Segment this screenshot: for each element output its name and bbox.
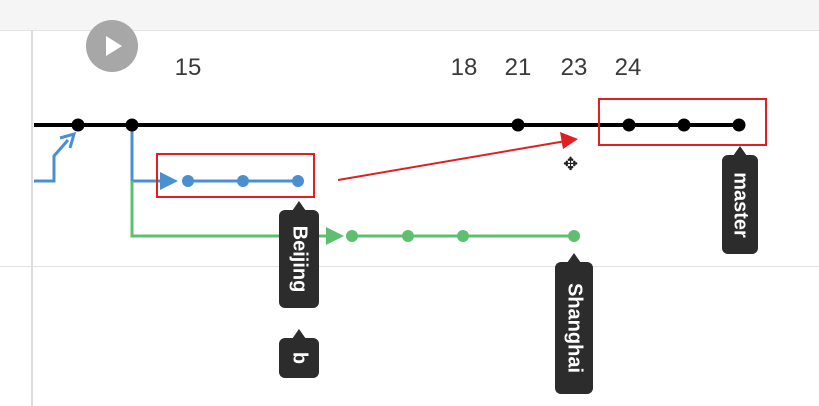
master-commit[interactable] [511, 118, 525, 132]
beijing-commit[interactable] [237, 175, 249, 187]
tag-pointer [733, 146, 747, 156]
grid-line-vertical [31, 30, 33, 406]
beijing-commit[interactable] [182, 175, 194, 187]
branch-tag-label: master [729, 171, 752, 238]
master-commit[interactable] [677, 118, 691, 132]
play-button[interactable] [86, 20, 138, 72]
highlight-box-beijing [156, 153, 315, 198]
incoming-branch-line [34, 139, 70, 183]
beijing-commit[interactable] [292, 175, 304, 187]
branch-tag-label: Shanghai [563, 282, 586, 374]
master-commit[interactable] [71, 118, 85, 132]
branch-tag-b[interactable]: b [279, 329, 319, 378]
merge-arrow-head [560, 132, 578, 149]
timeline-tick-15: 15 [174, 54, 202, 81]
branch-tag-beijing[interactable]: Beijing [279, 201, 319, 308]
move-cursor-icon: ✥ [563, 154, 579, 175]
play-icon [106, 36, 122, 56]
branch-tag-label: b [288, 351, 311, 365]
master-commit[interactable] [622, 118, 636, 132]
master-commit[interactable] [732, 118, 746, 132]
timeline-tick-21: 21 [504, 54, 532, 81]
timeline-tick-23: 23 [560, 54, 588, 81]
timeline-tick-24: 24 [614, 54, 642, 81]
timeline-tick-18: 18 [450, 54, 478, 81]
shanghai-commit[interactable] [568, 230, 580, 242]
grid-line-horizontal [0, 266, 819, 267]
tag-pointer [292, 329, 306, 339]
master-commit[interactable] [125, 118, 139, 132]
top-bar [0, 0, 819, 31]
tag-pointer [292, 201, 306, 211]
highlight-box-master [598, 98, 767, 146]
shanghai-commit[interactable] [402, 230, 414, 242]
shanghai-commit[interactable] [346, 230, 358, 242]
branch-tag-shanghai[interactable]: Shanghai [555, 253, 593, 394]
tag-pointer [567, 253, 581, 263]
shanghai-branch-line [130, 181, 344, 245]
merge-arrow-line [337, 140, 567, 181]
branch-tag-label: Beijing [288, 225, 311, 293]
incoming-branch-arrowhead [59, 131, 77, 149]
branch-tag-master[interactable]: master [722, 146, 758, 254]
shanghai-commit[interactable] [457, 230, 469, 242]
